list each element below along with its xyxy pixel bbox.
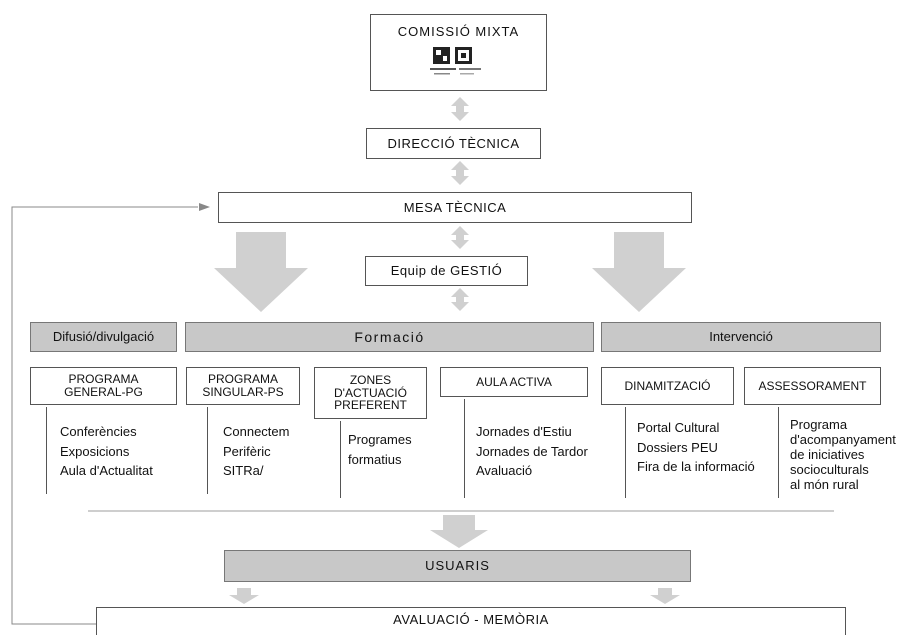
program-singular-label: PROGRAMA SINGULAR-PS <box>202 372 284 399</box>
equip-gestio-box: Equip de GESTIÓ <box>365 256 528 286</box>
program-dinamitzacio-label: DINAMITZACIÓ <box>624 378 711 393</box>
comissio-mixta-label: COMISSIÓ MIXTA <box>397 24 520 39</box>
program-general-label: PROGRAMA GENERAL-PG <box>64 372 143 399</box>
list-item: d'acompanyament <box>790 431 896 447</box>
list-rule-assessorament <box>778 407 779 498</box>
connector-mesa-equip <box>451 226 469 249</box>
list-zones: Programes formatius <box>348 430 412 469</box>
usuaris-box: USUARIS <box>224 550 691 582</box>
header-intervencio: Intervenció <box>601 322 881 352</box>
institution-logo <box>429 46 481 75</box>
program-assessorament-label: ASSESSORAMENT <box>758 378 867 393</box>
program-aula-box: AULA ACTIVA <box>440 367 588 397</box>
list-item: SITRa/ <box>223 463 264 478</box>
arrow-to-usuaris <box>430 515 488 548</box>
list-general: Conferències Exposicions Aula d'Actualit… <box>60 422 153 481</box>
equip-gestio-label: Equip de GESTIÓ <box>390 263 503 279</box>
list-item: Perifèric <box>223 443 271 459</box>
list-rule-aula <box>464 399 465 498</box>
list-item: Conferències <box>60 424 137 439</box>
list-rule-singular <box>207 407 208 494</box>
list-item: al món rural <box>790 476 859 492</box>
list-item: formatius <box>348 451 402 467</box>
list-item: Dossiers PEU <box>637 439 718 455</box>
program-zones-box: ZONES D'ACTUACIÓ PREFERENT <box>314 367 427 419</box>
feedback-loop-line <box>11 206 198 625</box>
big-arrow-left <box>214 232 308 312</box>
list-aula: Jornades d'Estiu Jornades de Tardor Aval… <box>476 422 588 481</box>
list-item: Jornades de Tardor <box>476 443 588 459</box>
program-dinamitzacio-box: DINAMITZACIÓ <box>601 367 734 405</box>
list-assessorament: Programa d'acompanyament de iniciatives … <box>790 417 896 493</box>
direccio-tecnica-box: DIRECCIÓ TÈCNICA <box>366 128 541 159</box>
list-rule-dinamitzacio <box>625 407 626 498</box>
list-item: Programes <box>348 432 412 447</box>
avaluacio-memoria-box: AVALUACIÓ - MEMÒRIA <box>96 607 846 635</box>
list-item: Fira de la informació <box>637 459 755 474</box>
connector-equip-formacio <box>451 288 469 311</box>
usuaris-label: USUARIS <box>425 558 490 574</box>
list-item: Avaluació <box>476 463 533 478</box>
header-formacio: Formació <box>185 322 594 352</box>
direccio-tecnica-label: DIRECCIÓ TÈCNICA <box>387 135 520 151</box>
header-difusio-label: Difusió/divulgació <box>52 329 155 345</box>
program-singular-box: PROGRAMA SINGULAR-PS <box>186 367 300 405</box>
mesa-tecnica-box: MESA TÈCNICA <box>218 192 692 223</box>
list-item: socioculturals <box>790 461 869 477</box>
connector-direccio-mesa <box>451 161 469 185</box>
header-formacio-label: Formació <box>354 328 425 345</box>
big-arrow-right <box>592 232 686 312</box>
feedback-loop-arrowhead <box>199 203 210 211</box>
arrow-usuaris-right <box>650 588 680 604</box>
avaluacio-memoria-label: AVALUACIÓ - MEMÒRIA <box>393 612 549 627</box>
list-item: Programa <box>790 417 848 432</box>
list-item: Connectem <box>223 424 290 439</box>
header-intervencio-label: Intervenció <box>709 329 773 345</box>
list-dinamitzacio: Portal Cultural Dossiers PEU Fira de la … <box>637 418 755 477</box>
list-item: Jornades d'Estiu <box>476 424 572 439</box>
program-assessorament-box: ASSESSORAMENT <box>744 367 881 405</box>
arrow-usuaris-left <box>229 588 259 604</box>
list-item: Portal Cultural <box>637 420 720 435</box>
program-zones-label: ZONES D'ACTUACIÓ PREFERENT <box>334 373 407 413</box>
list-item: de iniciatives <box>790 446 865 462</box>
list-rule-zones <box>340 421 341 498</box>
list-item: Exposicions <box>60 443 130 459</box>
program-general-box: PROGRAMA GENERAL-PG <box>30 367 177 405</box>
list-item: Aula d'Actualitat <box>60 463 153 478</box>
list-rule-general <box>46 407 47 494</box>
connector-comissio-direccio <box>451 97 469 121</box>
header-difusio: Difusió/divulgació <box>30 322 177 352</box>
comissio-mixta-box: COMISSIÓ MIXTA <box>370 14 547 91</box>
program-aula-label: AULA ACTIVA <box>476 374 552 389</box>
mesa-tecnica-label: MESA TÈCNICA <box>403 199 507 215</box>
list-singular: Connectem Perifèric SITRa/ <box>223 422 289 481</box>
